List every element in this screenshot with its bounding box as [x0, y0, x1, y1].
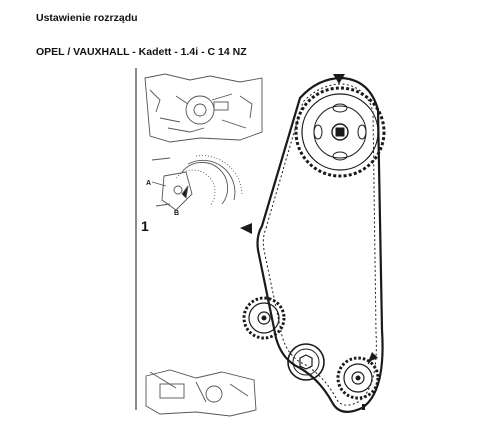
top-timing-mark: [333, 74, 345, 84]
crankshaft-sprocket: [336, 356, 380, 400]
label-b: B: [174, 210, 180, 217]
engine-sketch-bottom: [145, 369, 257, 417]
crank-timing-line: [367, 355, 375, 365]
intermediate-pulley: [242, 296, 286, 340]
belt-direction-arrow: [240, 223, 252, 234]
tensioner-detail: [151, 155, 243, 211]
page-title: Ustawienie rozrządu: [36, 12, 138, 24]
detail-number: 1: [141, 218, 149, 234]
vehicle-subtitle: OPEL / VAUXHALL - Kadett - 1.4i - C 14 N…: [36, 46, 247, 58]
tensioner-pulley: [287, 343, 325, 381]
crank-reference-mark: [362, 404, 365, 410]
camshaft-sprocket: [294, 86, 386, 178]
timing-belt: [256, 76, 384, 413]
engine-sketch-top: [144, 73, 263, 143]
label-a: A: [146, 180, 152, 187]
